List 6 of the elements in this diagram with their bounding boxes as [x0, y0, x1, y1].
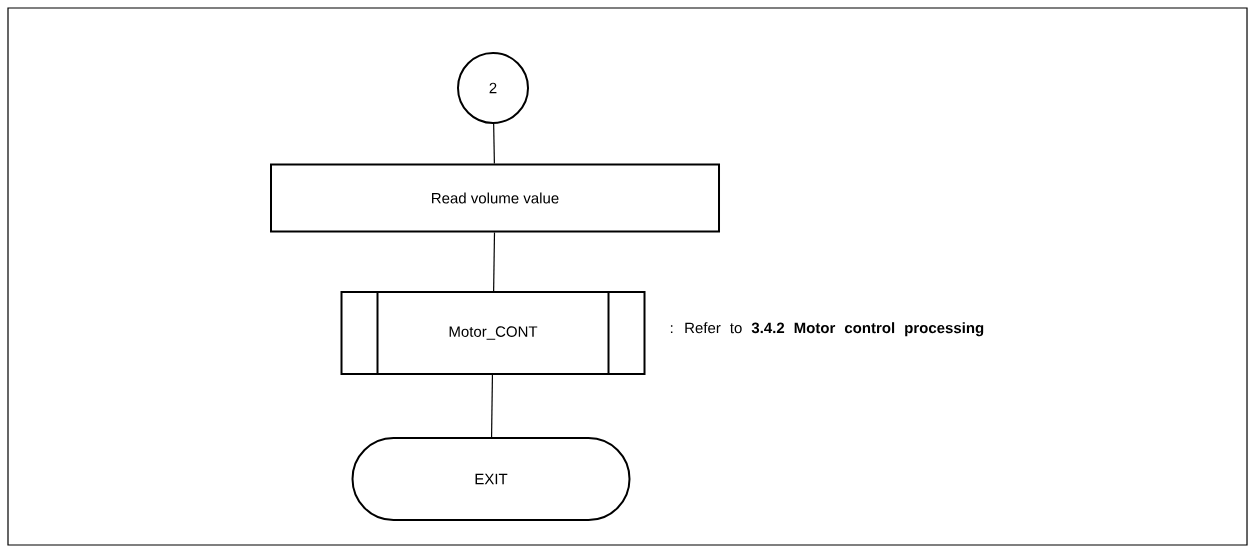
connector-line: [493, 123, 495, 165]
connector-line: [490, 374, 494, 438]
process-box: Read volume value: [270, 163, 720, 233]
reference-note: : Refer to 3.4.2 Motor control processing: [670, 322, 984, 337]
subroutine-box: Motor_CONT: [340, 290, 646, 376]
connector-line: [493, 231, 496, 292]
